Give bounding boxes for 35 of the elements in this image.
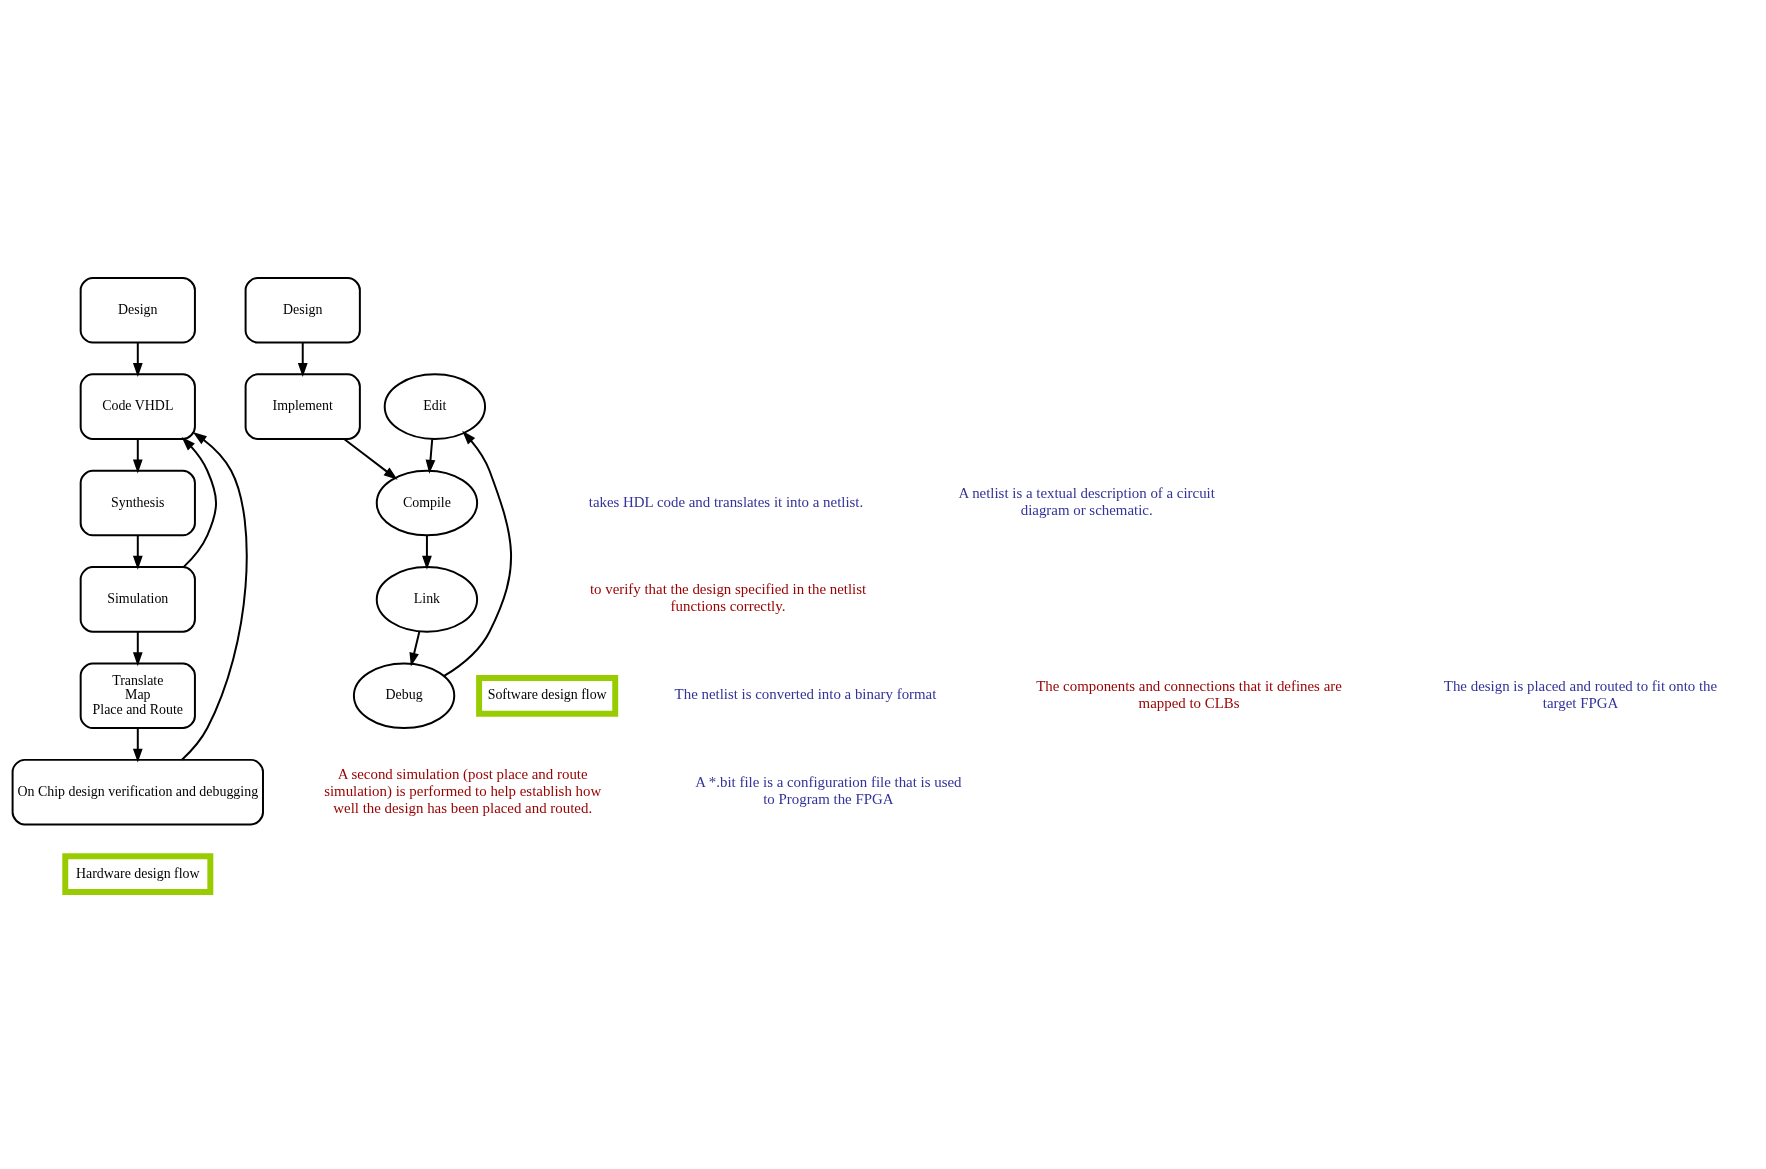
arrow: [297, 341, 308, 377]
node-ellipse: Link: [375, 565, 479, 633]
arrow: [132, 630, 143, 666]
node-box: Hardware design flow: [62, 852, 214, 895]
label: to verify that the design specified in the netlist functions correctly.: [589, 580, 867, 614]
label: takes HDL code and translates it into a netlist.: [588, 493, 864, 509]
node-box: Translate Map Place and Route: [79, 662, 196, 729]
node-box: Synthesis: [79, 469, 196, 536]
node-box: Code VHDL: [79, 372, 196, 440]
label: The components and connections that it defines are mapped to CLBs: [1036, 677, 1342, 711]
node-box: Implement: [244, 372, 361, 440]
label: The design is placed and routed to fit onto the target FPGA: [1443, 677, 1718, 711]
node-box: Design: [79, 276, 196, 344]
arrow: [181, 431, 248, 761]
node-box: On Chip design verification and debugging: [11, 758, 264, 825]
arrow: [132, 533, 143, 570]
node-box: Simulation: [79, 565, 196, 633]
label: The netlist is converted into a binary format: [674, 685, 937, 702]
arrow: [132, 437, 143, 473]
arrow: [443, 430, 512, 677]
node-ellipse: Compile: [375, 469, 479, 536]
arrow: [343, 437, 398, 480]
arrow: [409, 630, 421, 667]
label: A *.bit file is a configuration file that is used to Program the FPGA: [695, 773, 962, 807]
arrow: [132, 341, 143, 377]
arrow: [425, 437, 436, 474]
node-ellipse: Edit: [383, 372, 487, 440]
arrow: [181, 436, 218, 568]
node-ellipse: Debug: [352, 662, 456, 729]
arrow: [422, 533, 432, 570]
arrow: [132, 726, 143, 763]
label: A second simulation (post place and route simulation) is performed to help establish how well the design has been placed and routed.: [324, 765, 602, 816]
node-box: Design: [244, 276, 361, 344]
node-box: Software design flow: [476, 674, 619, 717]
label: A netlist is a textual description of a circuit diagram or schematic.: [958, 484, 1215, 518]
